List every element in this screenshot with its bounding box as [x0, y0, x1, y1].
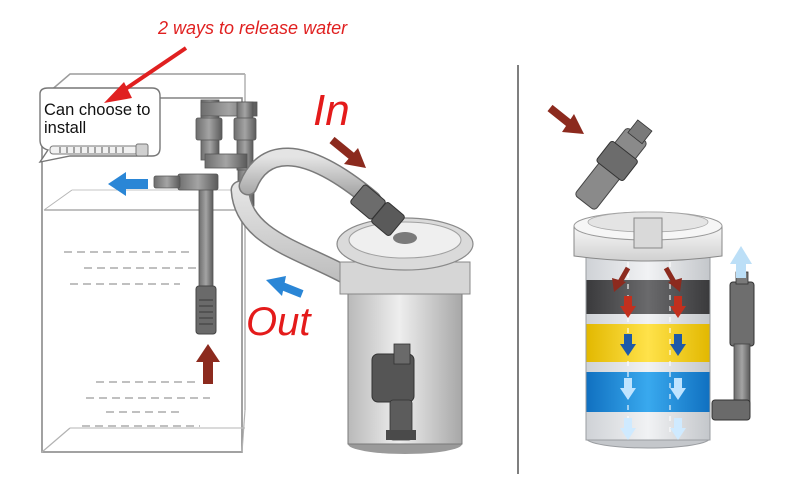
intake-pipe	[195, 177, 217, 335]
rim-fittings	[153, 99, 258, 207]
pointer-arrow-icon	[104, 46, 188, 103]
canister-filter	[336, 217, 474, 454]
flow-arrow-icon	[620, 334, 686, 356]
callout-text: Can choose to install	[44, 101, 151, 137]
inlet-label: In	[313, 86, 350, 135]
inlet-hose	[238, 147, 382, 210]
caption-text: 2 ways to release water	[158, 18, 348, 38]
flow-arrow-icon	[612, 266, 682, 292]
flow-arrow-icon	[547, 104, 584, 134]
filter-cutaway	[573, 119, 755, 449]
flow-arrow-icon	[620, 418, 686, 440]
flow-arrow-icon	[196, 344, 220, 384]
outlet-label: Out	[246, 300, 311, 344]
flow-arrow-icon	[266, 276, 304, 298]
inlet-valve	[350, 184, 405, 236]
spray-bar-icon	[49, 143, 149, 157]
callout-bubble	[38, 87, 161, 164]
aquarium-tank	[41, 73, 246, 453]
flow-arrow-icon	[620, 378, 686, 400]
flow-arrow-icon	[329, 136, 366, 168]
flow-arrow-icon	[730, 246, 752, 278]
flow-arrow-icon	[620, 296, 686, 318]
flow-arrow-icon	[108, 172, 148, 196]
